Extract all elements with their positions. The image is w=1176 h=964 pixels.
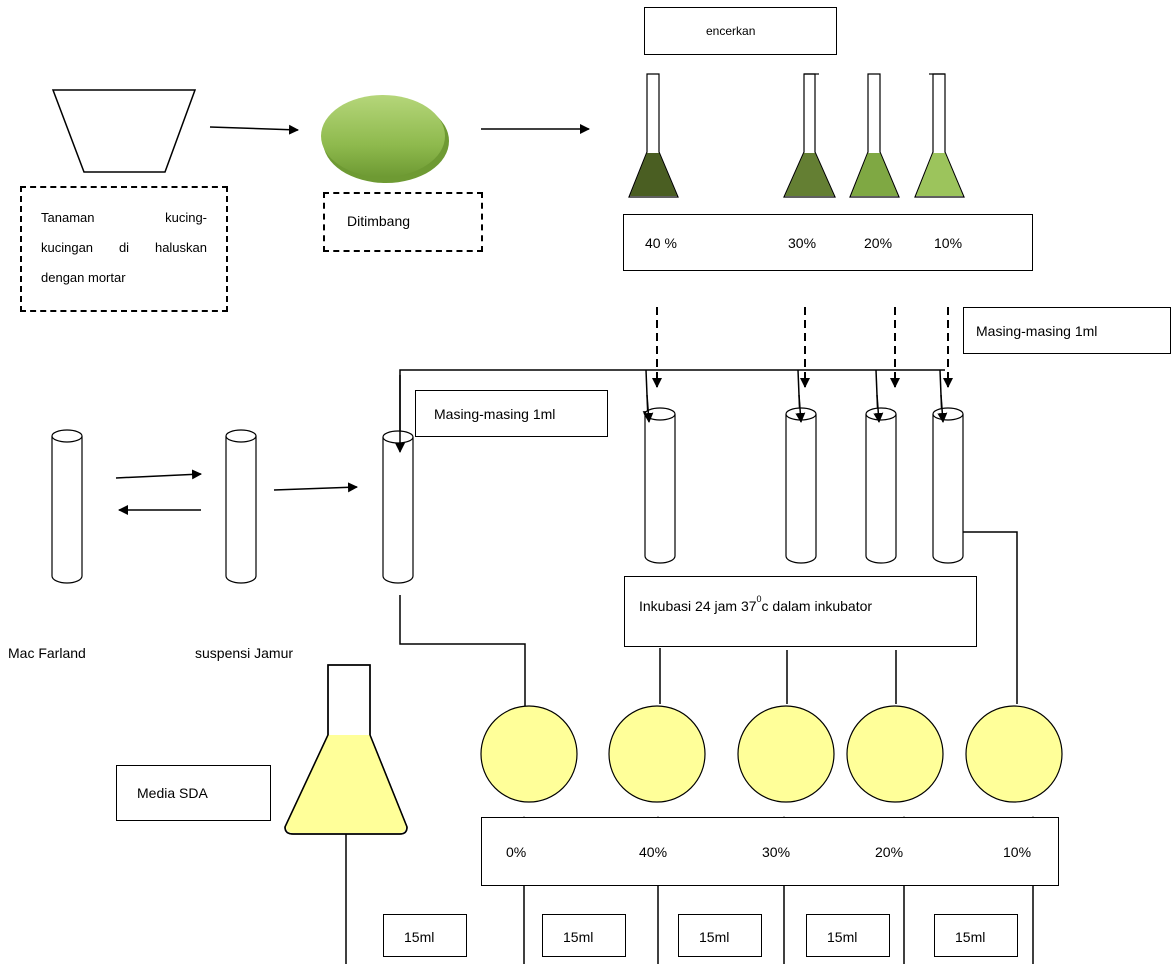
ml-label-1: 15ml: [404, 929, 435, 945]
tanaman-box: Tanaman kucing- kucingan di haluskan den…: [20, 186, 228, 312]
tube-mac-farland: [51, 429, 83, 584]
tube-40: [644, 407, 676, 564]
pct-top-40: 40 %: [645, 235, 677, 251]
flask-30: [783, 73, 836, 198]
tanaman-line-3: dengan mortar: [41, 270, 126, 285]
tanaman-line-2: kucingan di haluskan: [41, 240, 207, 255]
pct-bottom-30: 30%: [762, 844, 791, 860]
inkubasi-text-pre: Inkubasi 24 jam 37: [639, 598, 757, 614]
masing-left-label: Masing-masing 1ml: [434, 406, 556, 422]
inkubasi-box: Inkubasi 24 jam 370c dalam inkubator: [624, 576, 977, 647]
petri-40: [608, 705, 706, 803]
masing-right-label: Masing-masing 1ml: [976, 323, 1098, 339]
media-sda-box: Media SDA: [116, 765, 271, 821]
line-suspension-to-petri: [399, 595, 530, 717]
pct-top-20: 20%: [864, 235, 893, 251]
ml-box-3: 15ml: [678, 914, 762, 957]
flask-10: [914, 73, 965, 198]
tanaman-line-1: Tanaman kucing-: [41, 210, 207, 225]
ml-box-2: 15ml: [542, 914, 626, 957]
petri-20: [846, 705, 944, 803]
pct-top-10: 10%: [934, 235, 963, 251]
masing-box-left: Masing-masing 1ml: [415, 390, 608, 437]
arrow-mortar-to-plate: [209, 124, 299, 135]
mortar-shape: [51, 89, 197, 173]
tube-entry-arrow-20: [873, 394, 884, 423]
encerkan-label: encerkan: [706, 24, 756, 38]
petri-0: [480, 705, 578, 803]
flask-40: [628, 73, 679, 198]
inkubasi-label: Inkubasi 24 jam 370c dalam inkubator: [639, 594, 873, 614]
mac-farland-label: Mac Farland: [8, 645, 86, 661]
ml-label-3: 15ml: [699, 929, 730, 945]
concentration-box-bottom: 0% 40% 30% 20% 10%: [481, 817, 1059, 886]
tube-suspension: [225, 429, 257, 584]
tube-entry-arrow-30: [795, 394, 806, 423]
suspensi-jamur-label: suspensi Jamur: [195, 645, 294, 661]
ml-label-4: 15ml: [827, 929, 858, 945]
pct-bottom-0: 0%: [506, 844, 527, 860]
tube-entry-arrow-10: [937, 394, 948, 423]
media-sda-flask: [284, 664, 408, 835]
concentration-box-top: 40 % 30% 20% 10%: [623, 214, 1033, 271]
inkubasi-text-post: c dalam inkubator: [761, 598, 873, 614]
media-sda-label: Media SDA: [137, 785, 208, 801]
tube-suspension-1ml: [382, 430, 414, 584]
pct-top-30: 30%: [788, 235, 817, 251]
ml-box-5: 15ml: [934, 914, 1018, 957]
weighed-sample-plate: [321, 95, 449, 183]
flask-20: [849, 73, 900, 198]
ml-label-2: 15ml: [563, 929, 594, 945]
tube-10: [932, 407, 964, 564]
ml-label-5: 15ml: [955, 929, 986, 945]
tube-entry-arrow-40: [643, 394, 654, 423]
tube-30: [785, 407, 817, 564]
masing-box-right: Masing-masing 1ml: [963, 307, 1171, 354]
petri-10: [965, 705, 1063, 803]
ditimbang-label: Ditimbang: [347, 213, 411, 229]
pct-bottom-10: 10%: [1003, 844, 1032, 860]
pct-bottom-40: 40%: [639, 844, 668, 860]
petri-30: [737, 705, 835, 803]
ditimbang-box: Ditimbang: [323, 192, 483, 252]
arrow-macfarland-to-suspension: [115, 469, 202, 480]
ml-box-4: 15ml: [806, 914, 890, 957]
inkubasi-degree: 0: [756, 594, 762, 604]
pct-bottom-20: 20%: [875, 844, 904, 860]
arrow-suspension-to-tube: [273, 482, 358, 493]
tube-20: [865, 407, 897, 564]
ml-box-1: 15ml: [383, 914, 467, 957]
line-tube10-to-petri: [963, 531, 1018, 704]
encerkan-box: encerkan: [644, 7, 837, 55]
